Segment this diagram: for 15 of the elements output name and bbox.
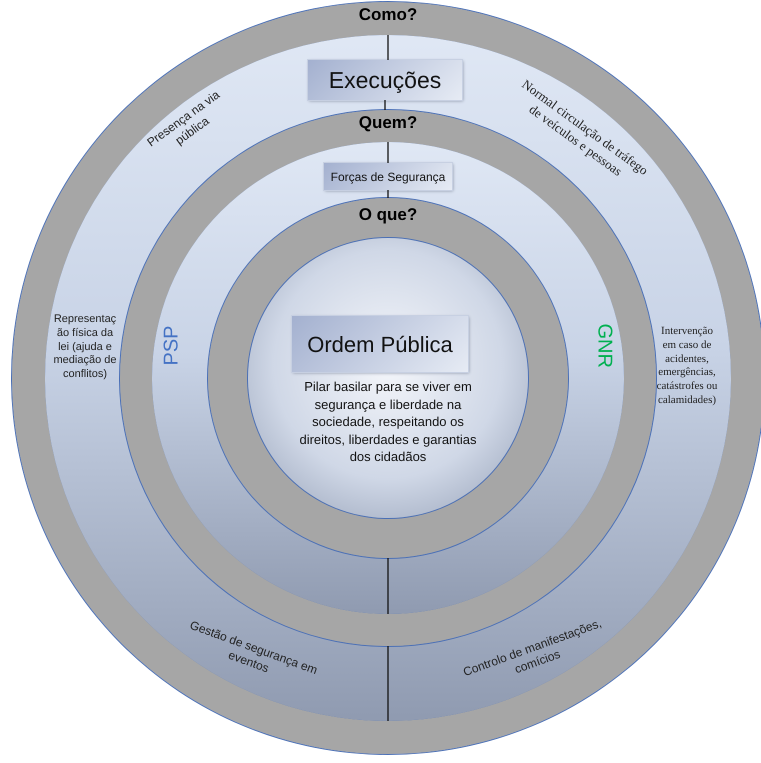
connector-line bbox=[384, 100, 386, 110]
sector-label: PSP bbox=[160, 324, 184, 368]
title-box: Ordem Pública bbox=[292, 316, 468, 372]
outer-ring bbox=[12, 2, 761, 754]
inner-ring bbox=[208, 198, 568, 558]
connector-line bbox=[387, 190, 389, 198]
heading-box: Forças de Segurança bbox=[324, 163, 452, 190]
description-text: Pilar basilar para se viver em segurança e liberdade na sociedade, respeitando os direitos, liberdades e garantias dos cidadãos bbox=[298, 378, 478, 466]
sector-label: Intervenção em caso de acidentes, emergências, catástrofes ou calamidades) bbox=[656, 325, 718, 408]
ring-label: O que? bbox=[358, 206, 418, 223]
sector-label: Representação física da lei (ajuda e mediação de conflitos) bbox=[53, 313, 117, 382]
ring-label: Como? bbox=[358, 6, 418, 23]
heading-box: Execuções bbox=[308, 60, 462, 100]
sector-label: GNR bbox=[592, 324, 616, 368]
ring-label: Quem? bbox=[358, 114, 418, 131]
